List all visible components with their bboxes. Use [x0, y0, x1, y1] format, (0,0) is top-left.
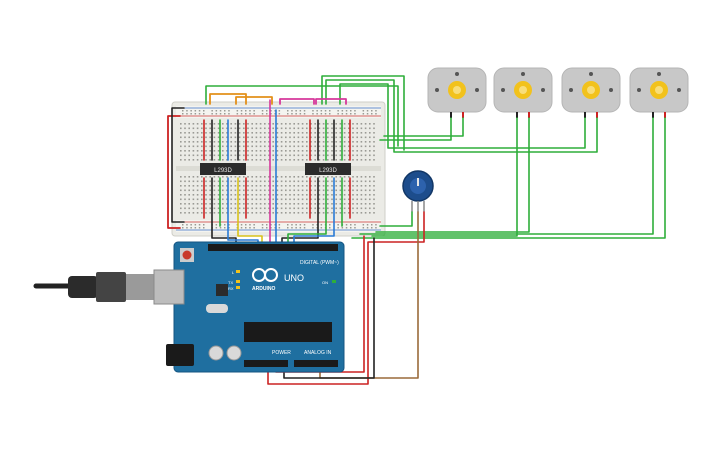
digital-header — [208, 244, 338, 251]
chip-l293d-right: L293D — [305, 163, 351, 175]
led-rx-label: RX — [228, 286, 234, 291]
dc-motor-2 — [493, 67, 553, 118]
chip-label: L293D — [319, 168, 337, 174]
breadboard-holes — [180, 110, 377, 229]
dc-motor-4 — [629, 67, 689, 118]
chip-label: L293D — [214, 168, 232, 174]
power-label: POWER — [272, 350, 291, 356]
wires — [167, 75, 666, 385]
arduino-brand-text: ARDUINO — [252, 286, 275, 292]
power-header — [244, 360, 288, 367]
potentiometer — [402, 170, 434, 212]
atmega-chip — [244, 322, 332, 342]
digital-label: DIGITAL (PWM~) — [300, 260, 339, 266]
arduino-logo-icon — [252, 268, 278, 282]
dc-motor-3 — [561, 67, 621, 118]
arduino-model-text: UNO — [284, 273, 304, 283]
analog-header — [294, 360, 338, 367]
led-on-label: ON — [322, 280, 328, 285]
analog-label: ANALOG IN — [304, 350, 332, 356]
chip-l293d-left: L293D — [200, 163, 246, 175]
usb-cable — [33, 269, 185, 305]
led-tx-label: TX — [228, 280, 233, 285]
led-l-label: L — [232, 270, 235, 275]
power-jack — [166, 344, 194, 366]
breadboard — [171, 101, 386, 237]
arduino-uno-board: DIGITAL (PWM~) ARDUINO UNO L TX RX ON PO… — [33, 241, 345, 373]
dc-motor-1 — [427, 67, 487, 118]
